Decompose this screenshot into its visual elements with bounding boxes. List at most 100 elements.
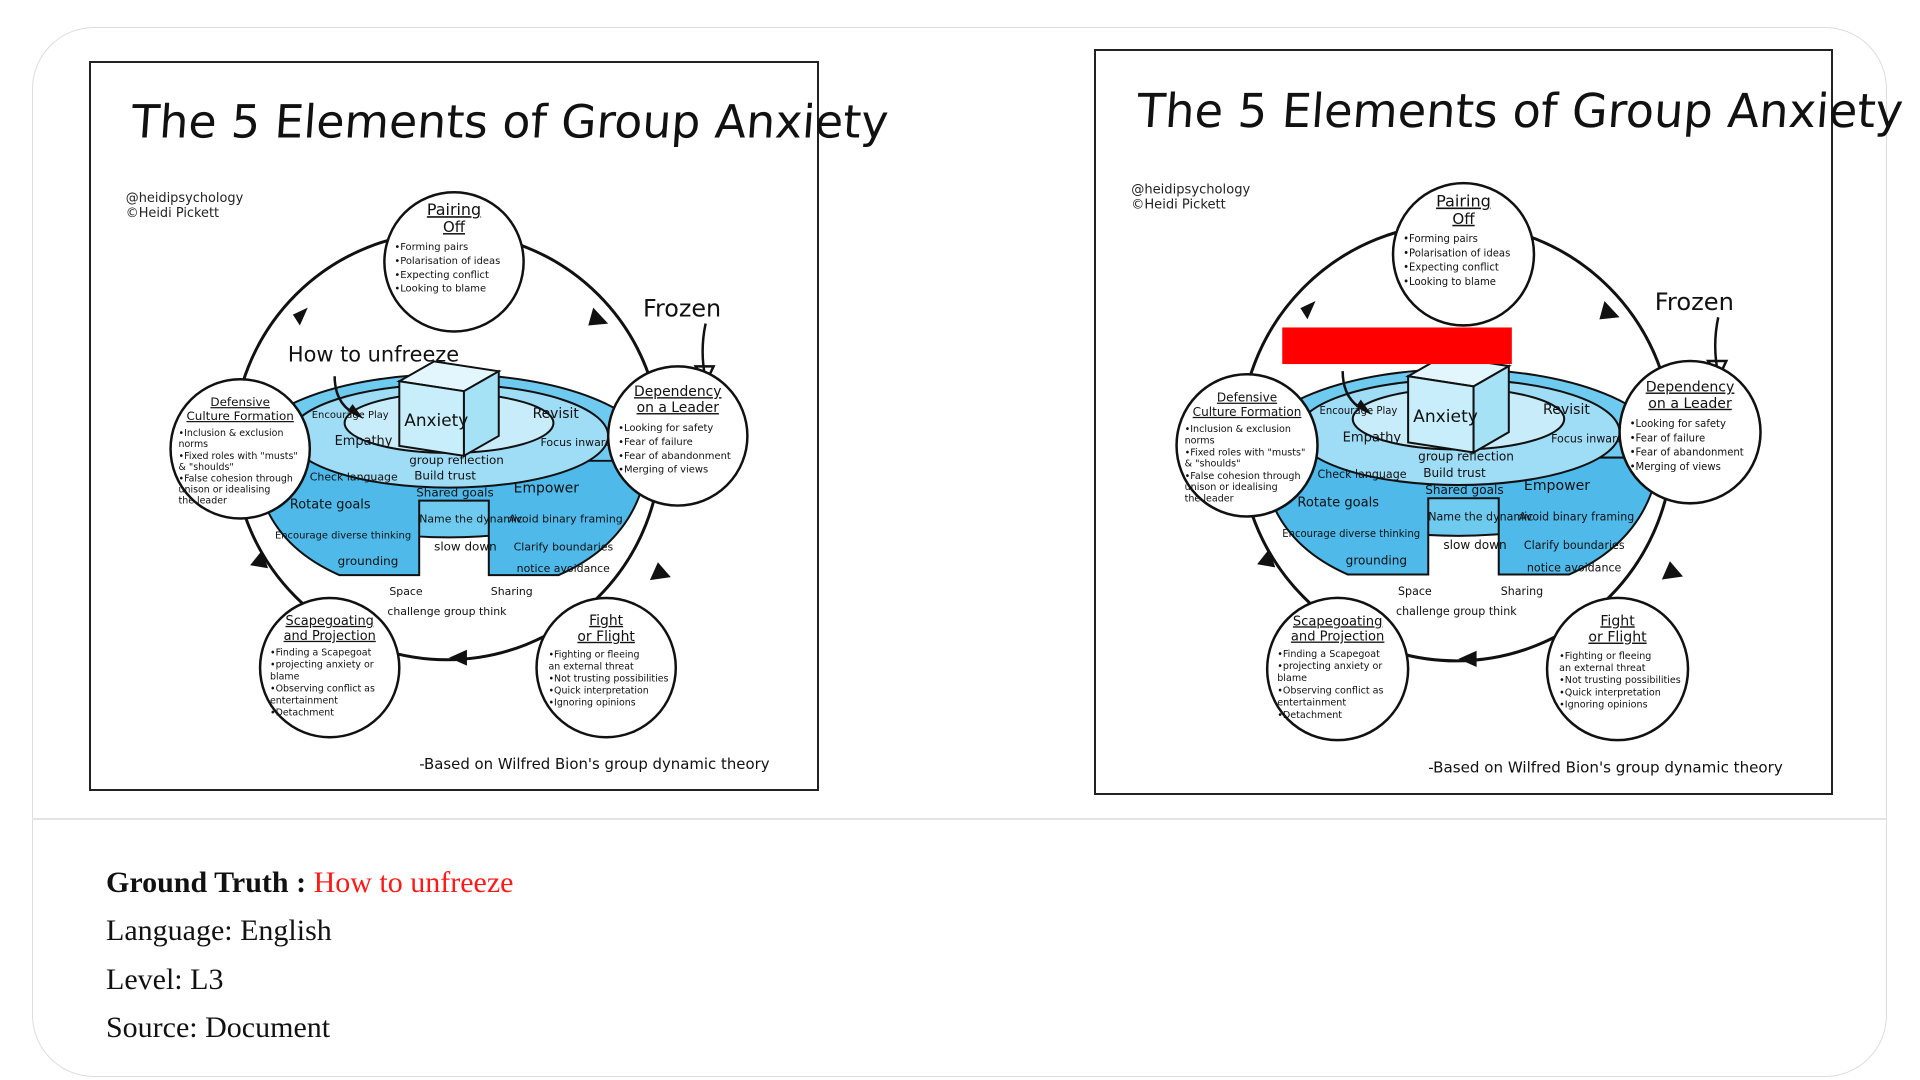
element-title-line: Culture Formation bbox=[1193, 405, 1302, 419]
element-item: •Forming pairs bbox=[394, 242, 468, 253]
element-title-line: on a Leader bbox=[637, 400, 720, 416]
pool-word: notice avoidance bbox=[517, 562, 611, 575]
element-item: norms bbox=[179, 439, 209, 450]
original-image: The 5 Elements of Group Anxiety @heidips… bbox=[89, 61, 890, 791]
element-item: •Finding a Scapegoat bbox=[1277, 649, 1380, 660]
pool-word: slow down bbox=[1443, 538, 1506, 552]
element-title-line: Defensive bbox=[1217, 391, 1277, 405]
cycle-arrow bbox=[1661, 561, 1683, 580]
pool-word: Encourage diverse thinking bbox=[275, 530, 411, 541]
element-title-line: Fight bbox=[1600, 613, 1635, 629]
ice-block-label: Anxiety bbox=[1413, 407, 1478, 427]
element-title-line: and Projection bbox=[1291, 629, 1384, 644]
element-item: •Detachment bbox=[1277, 710, 1342, 721]
pool-word: Shared goals bbox=[416, 486, 493, 500]
unfreeze-arrowhead bbox=[347, 404, 364, 420]
pool-word: Revisit bbox=[1543, 402, 1590, 418]
pool-word: challenge group think bbox=[1396, 605, 1517, 618]
element-title-line: Pairing bbox=[427, 200, 481, 219]
ground-truth-value: How to unfreeze bbox=[313, 866, 514, 899]
element-dependency: Dependency on a Leader •Looking for safe… bbox=[606, 365, 749, 507]
element-pairing: Pairing Off •Forming pairs •Polarisation… bbox=[1391, 181, 1536, 327]
element-item: •Observing conflict as bbox=[270, 684, 375, 695]
unfreeze-slot: How to unfreeze bbox=[288, 342, 459, 366]
pool-word: Sharing bbox=[491, 585, 533, 598]
pool-word: Clarify boundaries bbox=[514, 540, 614, 553]
unfreeze-arrowhead bbox=[1355, 399, 1372, 415]
pool-word: Shared goals bbox=[1425, 483, 1503, 497]
element-title-line: Scapegoating bbox=[286, 614, 374, 629]
element-title-line: Fight bbox=[589, 613, 623, 629]
pool-word: grounding bbox=[1346, 553, 1407, 567]
element-fight: Fight or Flight •Fighting or fleeing an … bbox=[1545, 596, 1690, 742]
cycle-arrow bbox=[292, 307, 308, 326]
pool-word: Space bbox=[389, 585, 423, 598]
element-title-line: or Flight bbox=[1588, 629, 1647, 645]
pool-word: group reflection bbox=[1418, 450, 1514, 464]
element-item: •Finding a Scapegoat bbox=[270, 648, 372, 659]
pool-drip bbox=[1261, 456, 1661, 576]
ground-truth-line: Ground Truth : How to unfreeze bbox=[106, 868, 514, 898]
pool-word: challenge group think bbox=[387, 605, 507, 618]
pool-word: Encourage Play bbox=[1320, 406, 1398, 417]
element-title-line: Pairing bbox=[1436, 191, 1491, 210]
element-item: •Inclusion & exclusion bbox=[1185, 424, 1291, 435]
element-item: blame bbox=[270, 672, 300, 683]
pool-word: Space bbox=[1398, 585, 1432, 598]
element-item: •Merging of views bbox=[1630, 462, 1721, 473]
pool-word: Avoid binary framing bbox=[1519, 511, 1634, 524]
frozen-label: Frozen bbox=[1655, 287, 1734, 316]
element-dependency: Dependency on a Leader •Looking for safe… bbox=[1618, 359, 1762, 505]
element-item: •Forming pairs bbox=[1403, 234, 1478, 245]
cycle-arrow bbox=[1458, 650, 1477, 667]
pool-word: Check language bbox=[1318, 468, 1407, 481]
element-item: entertainment bbox=[270, 695, 338, 706]
unfreeze-slot bbox=[1282, 327, 1512, 365]
source-line: Source: Document bbox=[106, 1011, 331, 1044]
poster-illustration: The 5 Elements of Group Anxiety @heidips… bbox=[91, 63, 890, 789]
element-item: •Polarisation of ideas bbox=[1403, 248, 1510, 259]
pool-word: Revisit bbox=[533, 406, 580, 422]
element-item: •Detachment bbox=[270, 707, 334, 718]
element-item: •Fear of abandonment bbox=[1630, 448, 1744, 459]
cycle-arrow bbox=[1300, 301, 1316, 320]
element-item: •Observing conflict as bbox=[1277, 685, 1383, 696]
element-item: •projecting anxiety or bbox=[1277, 661, 1382, 672]
pool-word: Sharing bbox=[1501, 585, 1543, 598]
ice-block-side bbox=[1472, 364, 1510, 455]
element-title-line: Dependency bbox=[1646, 379, 1735, 395]
element-title-line: Off bbox=[1452, 210, 1475, 228]
element-scapegoating: Scapegoating and Projection •Finding a S… bbox=[1265, 596, 1410, 742]
element-item: norms bbox=[1185, 435, 1215, 446]
element-item: •Ignoring opinions bbox=[548, 697, 635, 708]
element-item: •Looking to blame bbox=[1403, 277, 1496, 288]
poster-footer: -Based on Wilfred Bion's group dynamic t… bbox=[1428, 759, 1783, 777]
element-item: •Expecting conflict bbox=[1403, 263, 1499, 274]
pool-word: Build trust bbox=[1423, 466, 1486, 480]
element-defensive: Defensive Culture Formation •Inclusion &… bbox=[1175, 372, 1319, 518]
element-title-line: Defensive bbox=[210, 395, 270, 409]
poster-credit-handle: @heidipsychology bbox=[1131, 182, 1250, 197]
pool-word: Avoid binary framing bbox=[509, 512, 623, 525]
masked-image: The 5 Elements of Group Anxiety @heidips… bbox=[1094, 49, 1905, 795]
element-item: •Looking for safety bbox=[618, 423, 713, 434]
pool-word: group reflection bbox=[409, 453, 504, 467]
element-item: •Fighting or fleeing bbox=[548, 650, 639, 661]
element-item: •Fighting or fleeing bbox=[1559, 651, 1651, 662]
ice-block-side bbox=[462, 369, 500, 458]
ground-truth-label: Ground Truth : bbox=[106, 866, 307, 899]
pool-word: Name the dynamic bbox=[1428, 511, 1533, 524]
pool-word: Encourage diverse thinking bbox=[1282, 529, 1420, 540]
pool-word: Rotate goals bbox=[290, 498, 371, 513]
element-item: •Quick interpretation bbox=[1559, 687, 1661, 698]
element-title-line: Off bbox=[443, 218, 466, 236]
pool-word: Clarify boundaries bbox=[1524, 539, 1625, 552]
element-scapegoating: Scapegoating and Projection •Finding a S… bbox=[258, 596, 401, 739]
pool-word: Build trust bbox=[414, 469, 476, 483]
element-defensive: Defensive Culture Formation •Inclusion &… bbox=[169, 378, 312, 520]
redaction-box bbox=[1282, 327, 1512, 365]
ice-block-label: Anxiety bbox=[404, 410, 468, 430]
element-item: •False cohesion through bbox=[1185, 471, 1301, 482]
element-item: •Fear of failure bbox=[618, 437, 693, 448]
element-item: entertainment bbox=[1277, 698, 1346, 709]
